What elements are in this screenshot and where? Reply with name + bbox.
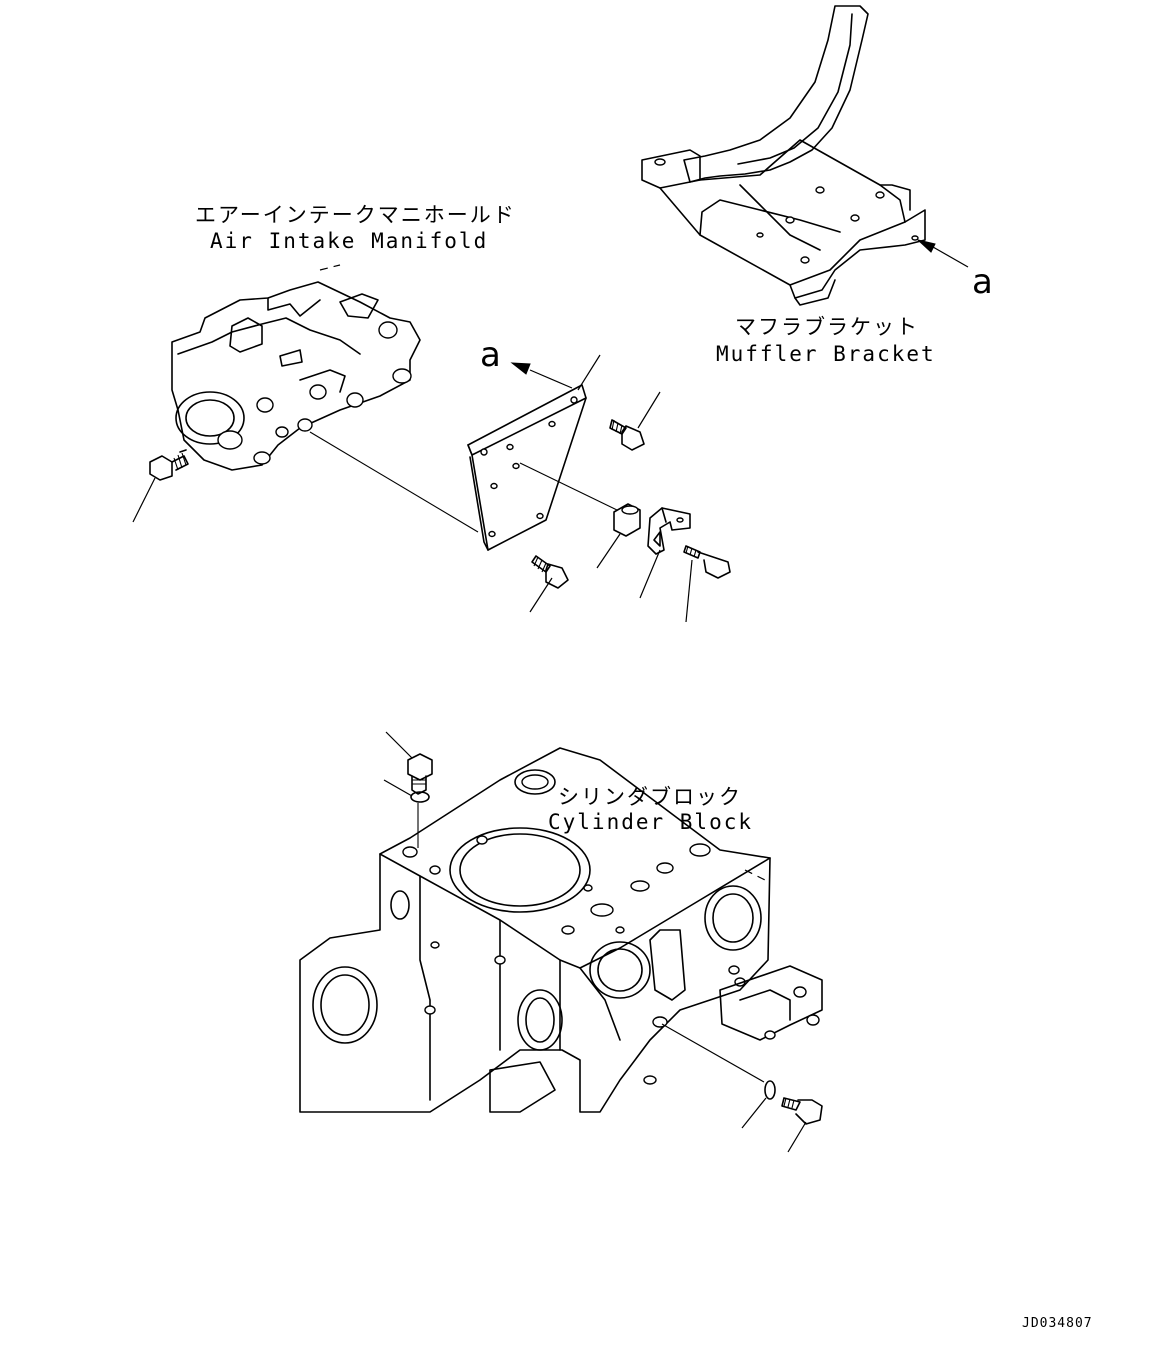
air-intake-label-en: Air Intake Manifold	[210, 229, 488, 253]
cylinder-label-en: Cylinder Block	[548, 810, 753, 834]
clip-bolt	[683, 545, 731, 579]
plug-right	[781, 1097, 823, 1125]
cylinder-label-jp: シリンダブロック	[558, 785, 742, 809]
o-ring-right	[764, 1080, 776, 1100]
view-marker-lower: a	[480, 335, 501, 375]
air-intake-manifold	[132, 264, 479, 533]
plate-bolt-lower	[531, 555, 569, 589]
manifold-bolt	[149, 449, 189, 481]
document-id: JD034807	[1022, 1316, 1093, 1331]
bracket-plate	[467, 354, 601, 551]
clip	[647, 507, 691, 555]
muffler-label-jp: マフラブラケット	[735, 315, 919, 339]
muffler-label-en: Muffler Bracket	[716, 342, 936, 366]
plate-bolt-upper	[609, 419, 645, 451]
muffler-bracket	[641, 5, 969, 306]
spacer	[613, 503, 641, 537]
o-ring-top	[410, 791, 430, 803]
view-marker-upper: a	[972, 262, 993, 302]
air-intake-label-jp: エアーインテークマニホールド	[195, 203, 516, 227]
cylinder-block	[299, 747, 823, 1113]
plug-top	[407, 753, 433, 795]
